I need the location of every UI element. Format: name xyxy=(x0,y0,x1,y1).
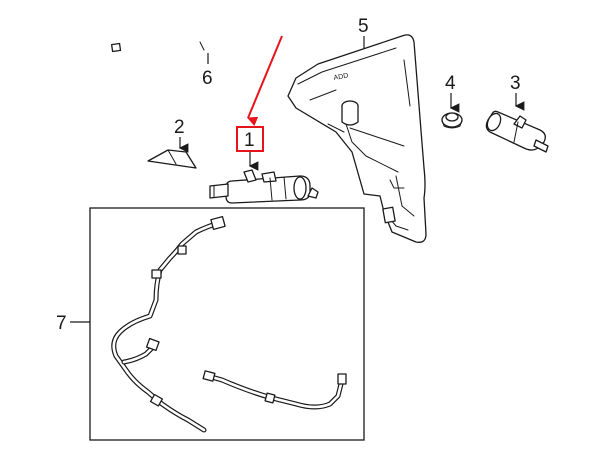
part-4-grommet xyxy=(441,112,463,129)
callout-2: 2 xyxy=(174,117,185,138)
red-pointer-arrow xyxy=(247,35,283,127)
part-7-hose-assembly xyxy=(111,215,347,433)
part-3-pump-motor xyxy=(485,110,549,153)
part-6-hose xyxy=(110,37,235,80)
callout-1: 1 xyxy=(244,130,255,151)
reservoir-emboss: ADD xyxy=(333,73,349,82)
callout-4: 4 xyxy=(445,73,456,94)
part-2-bracket xyxy=(147,149,197,169)
part-7-frame xyxy=(89,207,365,441)
callout-3: 3 xyxy=(510,73,521,94)
callout-6: 6 xyxy=(202,68,213,89)
callout-7: 7 xyxy=(56,313,67,334)
callout-5: 5 xyxy=(358,16,369,37)
callout-1-highlight-box xyxy=(236,126,264,152)
part-1-washer-pump xyxy=(209,169,319,204)
part-5-washer-reservoir: ADD xyxy=(287,34,427,243)
